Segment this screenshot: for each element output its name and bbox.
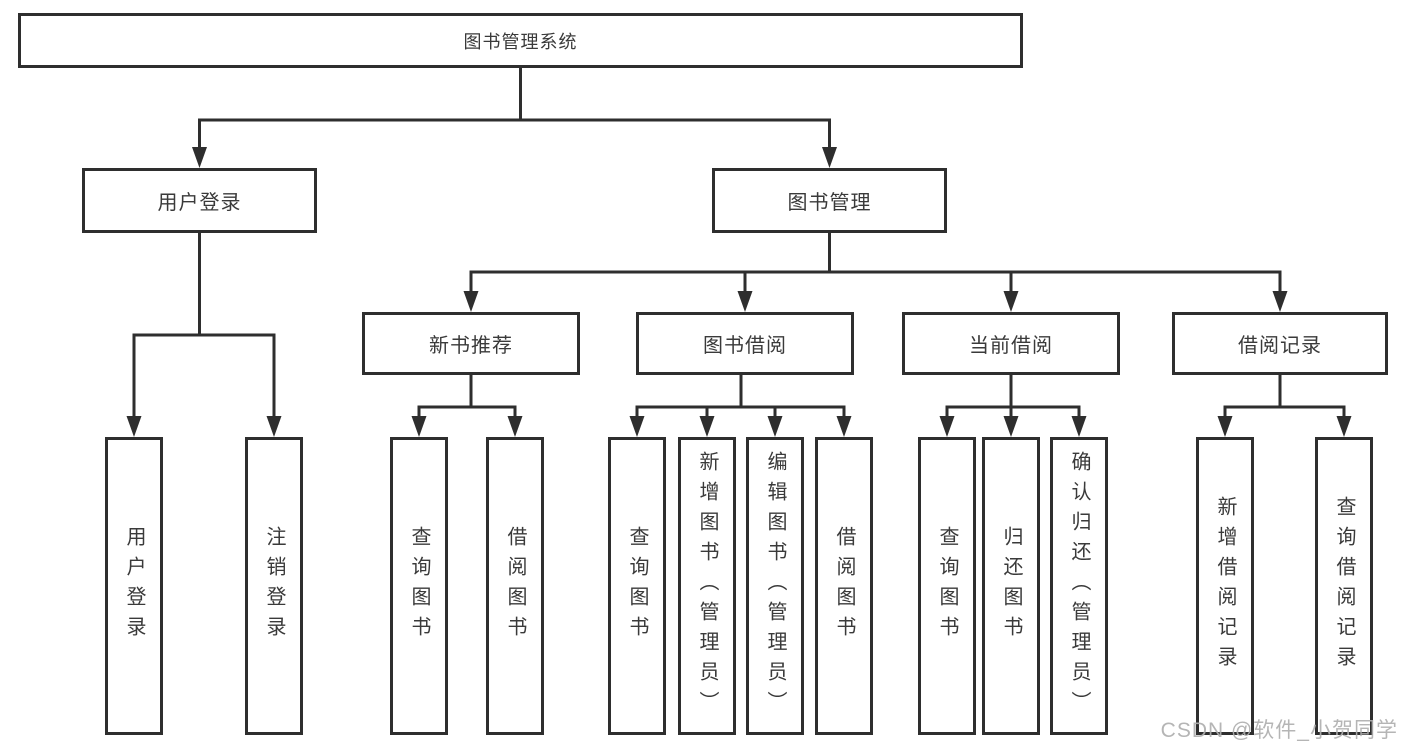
arrowhead-icon [737, 291, 753, 312]
node-label-leaf-user-login: 用户登录 [123, 526, 145, 646]
node-leaf-query-book-3: 查询图书 [918, 437, 976, 735]
node-label-leaf-confirm-return: 确认归还（管理员） [1068, 451, 1090, 721]
arrowhead-icon [411, 416, 427, 437]
arrowhead-icon [1003, 291, 1019, 312]
node-leaf-query-borrow-record: 查询借阅记录 [1315, 437, 1373, 735]
node-leaf-add-book: 新增图书（管理员） [678, 437, 736, 735]
arrowhead-icon [463, 291, 479, 312]
arrowhead-icon [939, 416, 955, 437]
arrowhead-icon [629, 416, 645, 437]
node-label-borrow-records: 借阅记录 [1238, 335, 1322, 357]
arrowhead-icon [822, 147, 837, 168]
node-user-login: 用户登录 [82, 168, 317, 233]
arrowhead-icon [1071, 416, 1087, 437]
arrowhead-icon [266, 416, 282, 437]
node-label-root: 图书管理系统 [463, 31, 578, 52]
node-borrow-records: 借阅记录 [1172, 312, 1388, 375]
node-label-new-book-recommend: 新书推荐 [429, 335, 513, 357]
arrowhead-icon [1003, 416, 1019, 437]
arrowhead-icon [836, 416, 852, 437]
node-leaf-edit-book: 编辑图书（管理员） [746, 437, 804, 735]
node-book-borrow: 图书借阅 [636, 312, 854, 375]
arrowhead-icon [767, 416, 783, 437]
arrowhead-icon [699, 416, 715, 437]
node-leaf-confirm-return: 确认归还（管理员） [1050, 437, 1108, 735]
node-label-leaf-borrow-book-2: 借阅图书 [833, 526, 855, 646]
node-current-borrow: 当前借阅 [902, 312, 1120, 375]
node-label-leaf-edit-book: 编辑图书（管理员） [764, 451, 786, 721]
arrowhead-icon [126, 416, 142, 437]
csdn-watermark: CSDN @软件_小贺同学 [1160, 719, 1398, 742]
node-label-leaf-borrow-book-1: 借阅图书 [504, 526, 526, 646]
node-leaf-borrow-book-2: 借阅图书 [815, 437, 873, 735]
arrowhead-icon [192, 147, 207, 168]
node-label-leaf-add-borrow-record: 新增借阅记录 [1214, 496, 1236, 676]
arrowhead-icon [1336, 416, 1352, 437]
arrowhead-icon [1217, 416, 1233, 437]
node-leaf-query-book-2: 查询图书 [608, 437, 666, 735]
node-label-leaf-query-borrow-record: 查询借阅记录 [1333, 496, 1355, 676]
node-label-book-borrow: 图书借阅 [703, 335, 787, 357]
node-label-leaf-query-book-2: 查询图书 [626, 526, 648, 646]
node-leaf-user-login: 用户登录 [105, 437, 163, 735]
node-book-management: 图书管理 [712, 168, 947, 233]
node-label-book-management: 图书管理 [787, 192, 872, 214]
node-new-book-recommend: 新书推荐 [362, 312, 580, 375]
node-leaf-query-book-1: 查询图书 [390, 437, 448, 735]
arrowhead-icon [1272, 291, 1288, 312]
node-leaf-add-borrow-record: 新增借阅记录 [1196, 437, 1254, 735]
node-label-leaf-query-book-3: 查询图书 [936, 526, 958, 646]
node-label-user-login: 用户登录 [157, 192, 242, 214]
node-root: 图书管理系统 [18, 13, 1023, 68]
arrowhead-icon [507, 416, 523, 437]
node-leaf-return-book: 归还图书 [982, 437, 1040, 735]
node-label-leaf-logout: 注销登录 [263, 526, 285, 646]
node-label-leaf-return-book: 归还图书 [1000, 526, 1022, 646]
node-label-leaf-add-book: 新增图书（管理员） [696, 451, 718, 721]
node-label-leaf-query-book-1: 查询图书 [408, 526, 430, 646]
node-leaf-borrow-book-1: 借阅图书 [486, 437, 544, 735]
node-leaf-logout: 注销登录 [245, 437, 303, 735]
node-label-current-borrow: 当前借阅 [969, 335, 1053, 357]
